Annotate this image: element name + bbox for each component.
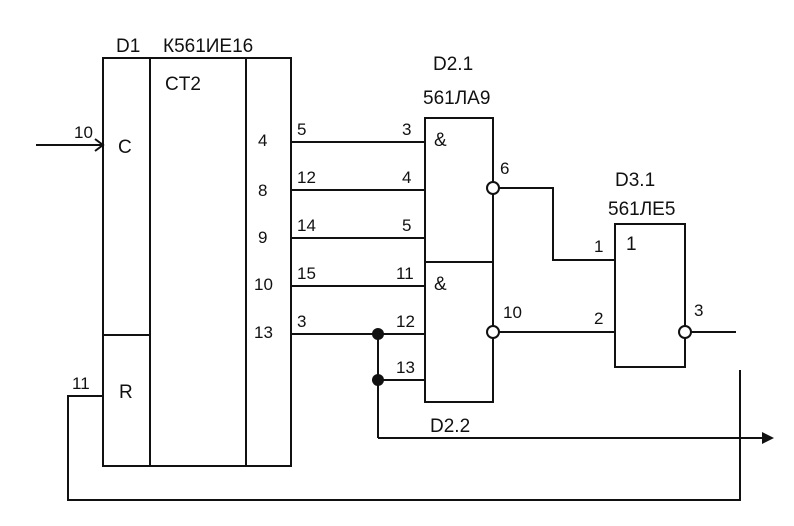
- counter-d1: D1 К561ИЕ16 CT2 C R 4 8 9 10 13: [102, 36, 292, 467]
- inversion-bubble: [486, 325, 500, 339]
- clock-arrow: [94, 138, 105, 152]
- reset-wire: [67, 370, 741, 501]
- gate-d3-body: [614, 223, 686, 368]
- clock-label: C: [118, 137, 132, 158]
- d1-out-pin-inner: 8: [258, 181, 267, 200]
- d1-out-pin-inner: 10: [254, 275, 273, 294]
- clock-pin-number: 10: [74, 123, 93, 142]
- d2-2-output-pin: 10: [503, 303, 522, 322]
- d1-out-pin-inner: 4: [258, 131, 267, 150]
- reset-pin-number: 11: [72, 374, 90, 393]
- d3-output-pin: 3: [694, 301, 703, 320]
- output-arrow: [762, 432, 774, 444]
- d2-1-input-pin: 3: [402, 120, 411, 139]
- d1-out-pin-inner: 13: [254, 323, 273, 342]
- d1-out-pin-outer: 14: [297, 216, 316, 235]
- d2-2-input-pin: 12: [396, 312, 415, 331]
- gate-symbol-and: &: [434, 274, 447, 295]
- nor-gate-d3-1: D3.1 561ЛЕ5 1 1 2 3: [594, 170, 736, 368]
- d2-ref-b: D2.2: [430, 416, 470, 437]
- d1-part: К561ИЕ16: [163, 36, 253, 57]
- d1-out-pin-outer: 3: [297, 312, 306, 331]
- d1-out-pin-outer: 5: [297, 120, 306, 139]
- gate-symbol-and: &: [434, 130, 447, 151]
- d3-part: 561ЛЕ5: [608, 199, 675, 220]
- d2-1-output-pin: 6: [500, 159, 509, 178]
- reset-label: R: [119, 382, 133, 403]
- d1-ref: D1: [116, 36, 140, 57]
- inversion-bubble: [678, 325, 692, 339]
- d2-1-input-pin: 4: [402, 168, 411, 187]
- d2-part: 561ЛА9: [423, 88, 490, 109]
- d2-2-input-pin: 11: [396, 264, 414, 283]
- gate-symbol-or: 1: [626, 234, 637, 255]
- nand-gate-d2-1: D2.1 561ЛА9 & 3 4 5 6: [402, 54, 509, 263]
- d1-function: CT2: [165, 74, 201, 95]
- d1-out-pin-outer: 12: [297, 168, 316, 187]
- reset-feedback: 11: [67, 370, 741, 501]
- d3-input-pin: 1: [594, 237, 603, 256]
- counter-output-wires: 5 12 14 15 3: [291, 120, 425, 335]
- gate-interconnect: [499, 187, 615, 333]
- nand-gate-d2-2: & 11 12 13 10 D2.2: [396, 261, 522, 437]
- wire-d2-1-to-d3: [499, 187, 615, 261]
- counter-body: [102, 57, 292, 467]
- d3-ref: D3.1: [615, 170, 655, 191]
- d3-input-pin: 2: [594, 309, 603, 328]
- junction-net: [372, 328, 774, 444]
- d2-1-input-pin: 5: [402, 216, 411, 235]
- d2-2-input-pin: 13: [396, 358, 415, 377]
- d1-out-pin-outer: 15: [297, 264, 316, 283]
- d2-ref-a: D2.1: [433, 54, 473, 75]
- inversion-bubble: [486, 181, 500, 195]
- clock-input: 10: [36, 123, 105, 152]
- d1-out-pin-inner: 9: [258, 228, 267, 247]
